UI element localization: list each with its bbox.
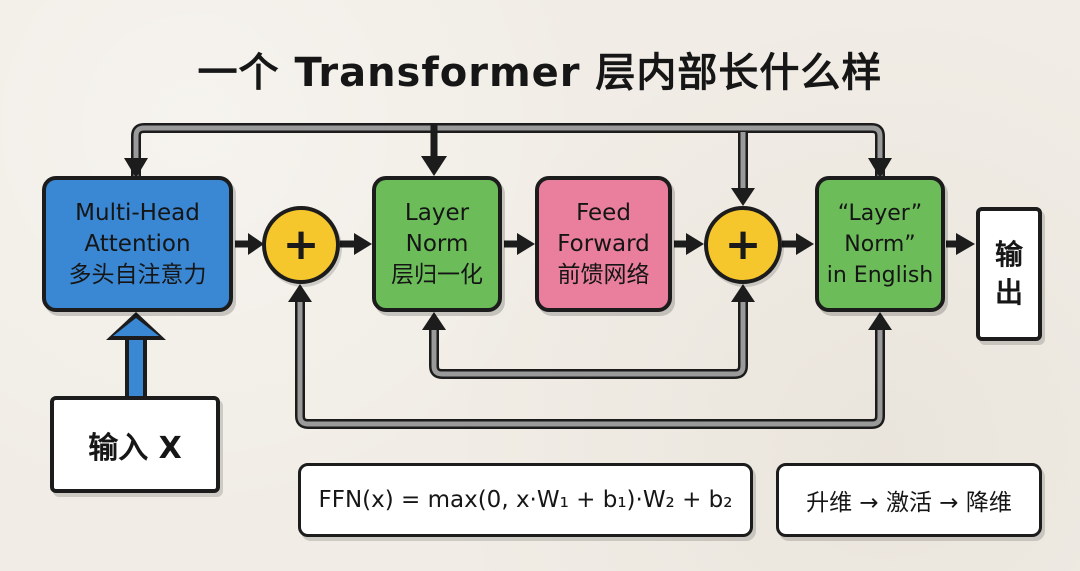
layer-norm-2-block: “Layer” Norm” in English bbox=[815, 176, 945, 312]
output-block: 输 出 bbox=[976, 207, 1042, 341]
layer-norm-1-line3: 层归一化 bbox=[391, 261, 483, 288]
layer-norm-1-line1: Layer bbox=[404, 199, 470, 226]
layer-norm-1-block: Layer Norm 层归一化 bbox=[372, 176, 502, 312]
attention-label-line3: 多头自注意力 bbox=[68, 261, 207, 288]
ffn-formula: FFN(x) = max(0, x·W₁ + b₁)·W₂ + b₂ bbox=[318, 487, 733, 513]
attention-label-line1: Multi-Head bbox=[75, 199, 200, 226]
feed-forward-line2: Forward bbox=[557, 230, 650, 257]
top-center-tap bbox=[421, 124, 447, 176]
input-label: 输入 X bbox=[88, 430, 182, 466]
feed-forward-line1: Feed bbox=[576, 199, 631, 226]
attention-label-line2: Attention bbox=[84, 230, 191, 257]
feed-forward-line3: 前馈网络 bbox=[557, 261, 650, 288]
layer-norm-2-line3: in English bbox=[826, 262, 934, 288]
top-residual-path bbox=[124, 123, 892, 178]
dimension-note: 升维 → 激活 → 降维 bbox=[806, 490, 1012, 516]
diagram-title: 一个 Transformer 层内部长什么样 bbox=[197, 50, 883, 96]
inner-residual-path bbox=[422, 284, 755, 379]
skip-to-add2 bbox=[731, 132, 755, 206]
multi-head-attention-block: Multi-Head Attention 多头自注意力 bbox=[42, 176, 233, 312]
ffn-formula-box: FFN(x) = max(0, x·W₁ + b₁)·W₂ + b₂ bbox=[298, 463, 753, 537]
layer-norm-2-line1: “Layer” bbox=[837, 200, 923, 226]
layer-norm-2-line2: Norm” bbox=[844, 231, 916, 257]
output-label-line2: 出 bbox=[994, 276, 1023, 309]
input-block: 输入 X bbox=[50, 396, 220, 493]
outer-residual-path bbox=[288, 284, 892, 429]
dimension-note-box: 升维 → 激活 → 降维 bbox=[776, 463, 1042, 537]
main-flow-arrows bbox=[235, 233, 975, 255]
add-node-2: + bbox=[704, 206, 782, 284]
layer-norm-1-line2: Norm bbox=[405, 230, 469, 257]
feed-forward-block: Feed Forward 前馈网络 bbox=[535, 176, 672, 312]
input-arrow bbox=[106, 312, 166, 396]
add-node-1: + bbox=[262, 206, 340, 284]
output-label-line1: 输 bbox=[994, 238, 1023, 271]
